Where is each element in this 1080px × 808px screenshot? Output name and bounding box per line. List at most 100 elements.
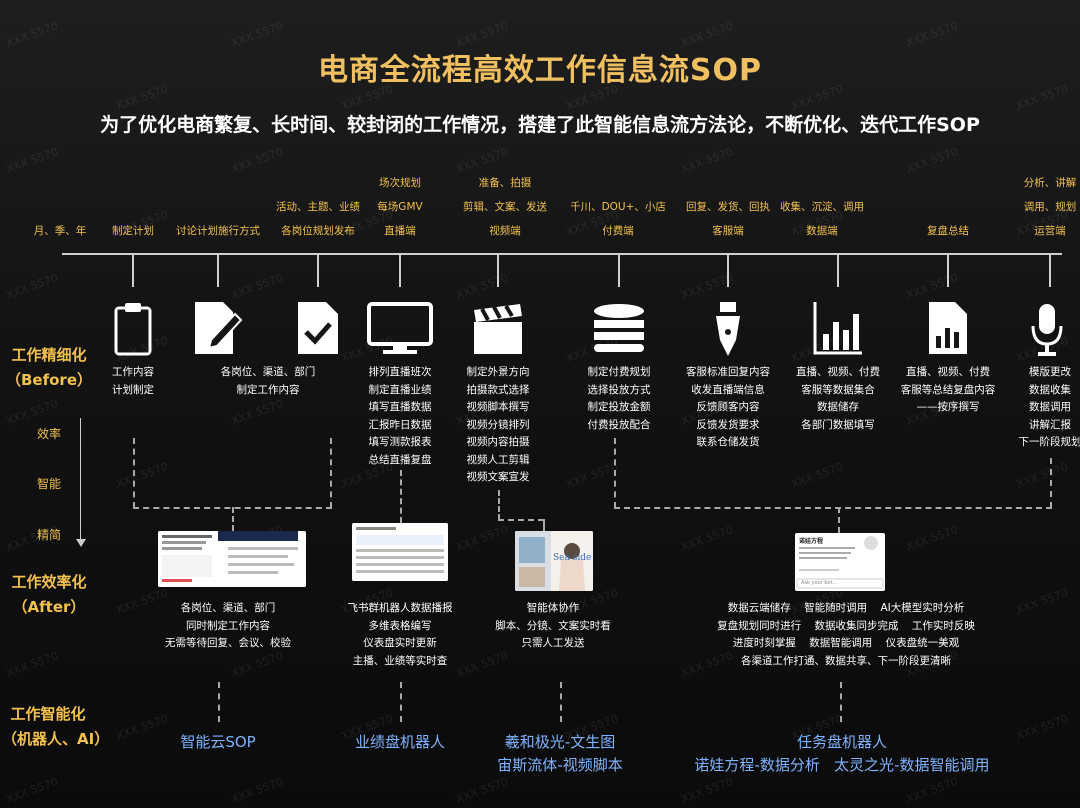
stage-label-line: 复盘总结 [927,225,969,237]
watermark-text: XXX 5570 [679,145,735,176]
watermark-text: XXX 5570 [904,523,960,554]
row-label-before-line1: 工作精细化 [11,346,87,364]
before-desc-line: 讲解汇报 [1029,418,1071,431]
watermark-text: XXX 5570 [229,775,285,806]
bot-name-line: 智能云SOP [180,733,256,751]
after-desc-line: 进度时刻掌握 数据智能调用 仪表盘统一美观 [732,637,960,649]
before-desc: 直播、视频、付费客服等总结复盘内容——按序撰写 [901,364,996,417]
side-label-efficiency: 效率 [37,427,62,441]
page-title: 电商全流程高效工作信息流SOP [317,53,763,88]
watermark-text: XXX 5570 [4,271,60,302]
stage-label: 分析、讲解调用、规划运营端 [1024,171,1077,243]
stage-label: 讨论计划施行方式 [176,219,260,243]
row-label-after-line2: （After） [12,598,86,616]
row-label-ai-line1: 工作智能化 [10,705,86,723]
before-desc-line: 各部门数据填写 [801,418,875,431]
stage-label-line: 视频端 [489,225,521,237]
before-desc-line: 客服等数据集合 [801,383,875,396]
before-desc-line: 计划制定 [112,383,154,396]
before-desc-line: 模版更改 [1029,366,1071,378]
before-desc: 各岗位、渠道、部门制定工作内容 [221,364,316,399]
before-desc: 排列直播班次制定直播业绩填写直播数据汇报昨日数据填写测款报表总结直播复盘 [369,364,432,469]
bot-name-line: 业绩盘机器人 [354,733,446,751]
timeline-tick [217,255,219,287]
timeline-tick [947,255,949,287]
after-desc-line: 数据云端储存 智能随时调用 AI大模型实时分析 [727,602,965,614]
after-desc: 数据云端储存 智能随时调用 AI大模型实时分析复盘规划同时进行 数据收集同步完成… [717,600,975,670]
stage-label: 制定计划 [112,219,154,243]
bar-chart-icon [812,300,864,360]
connector [498,519,544,521]
timeline-tick [132,255,134,287]
row-label-ai: 工作智能化 （机器人、AI） [2,702,110,752]
stage-label: 千川、DOU+、小店付费端 [570,195,666,243]
bot-name-line: 宙斯流体-视频脚本 [497,756,623,774]
clapperboard-icon [472,302,524,360]
before-desc-line: 填写测款报表 [368,436,432,448]
before-desc-line: 制定工作内容 [236,383,300,396]
before-desc-line: 制定直播业绩 [368,383,432,396]
watermark-text: XXX 5570 [4,145,60,176]
stage-label-line: 千川、DOU+、小店 [570,201,666,213]
before-desc-line: 付费投放配合 [587,418,651,431]
pen-nib-icon [710,300,746,362]
before-desc-line: ——按序撰写 [916,401,980,413]
before-desc: 制定外景方向拍摄款式选择视频脚本撰写视频分镜排列视频内容拍摄视频人工剪辑视频文案… [467,364,530,487]
stage-label-line: 场次规划 [378,177,421,189]
before-desc-line: 视频分镜排列 [466,418,530,431]
after-desc-line: 主播、业绩等实时查 [352,654,448,667]
after-desc-line: 各岗位、渠道、部门 [180,602,276,614]
flow-arrow-line [80,418,81,542]
stage-label: 回复、发货、回执客服端 [686,195,770,243]
stage-label-line: 回复、发货、回执 [686,201,770,213]
watermark-text: XXX 5570 [564,460,620,491]
stage-label: 复盘总结 [927,219,969,243]
watermark-text: XXX 5570 [904,775,960,806]
before-desc-line: 直播、视频、付费 [796,366,880,378]
connector [543,519,545,531]
timeline-tick [727,255,729,287]
before-desc-line: 联系仓储发货 [696,436,760,448]
before-desc-line: 反馈发货要求 [696,418,760,431]
stage-label-line: 运营端 [1034,225,1066,237]
stage-label-line: 月、季、年 [33,225,87,237]
before-desc-line: 收发直播端信息 [691,383,765,396]
after-desc-line: 脚本、分镜、文案实时看 [495,619,611,632]
stage-label-line: 数据端 [806,225,838,237]
before-desc-line: 视频内容拍摄 [466,436,530,448]
watermark-text: XXX 5570 [454,523,510,554]
before-desc-line: 客服标准回复内容 [686,366,770,378]
side-label-simplify: 精简 [37,528,62,542]
stage-label-line: 付费端 [602,225,634,237]
stage-label: 月、季、年 [34,219,87,243]
watermark-text: XXX 5570 [679,523,735,554]
watermark-text: XXX 5570 [454,271,510,302]
timeline-tick [497,255,499,287]
before-desc-line: 客服等总结复盘内容 [900,383,996,396]
before-desc-line: 数据收集 [1029,383,1071,396]
row-label-after-line1: 工作效率化 [11,573,87,591]
microphone-icon [1030,302,1064,362]
watermark-text: XXX 5570 [229,145,285,176]
bot-name-line: 羲和极光-文生图 [504,733,616,751]
connector [330,438,332,508]
before-desc-line: 制定付费规划 [587,366,651,378]
connector [614,438,616,508]
stage-label-line: 各岗位规划发布 [281,225,355,237]
stage-label: 活动、主题、业绩各岗位规划发布 [276,195,360,243]
bot-chat-input: Ask your bot... [801,580,838,586]
bot-chat-screenshot: 诺娃方程 Ask your bot... [795,533,885,591]
after-desc-line: 多维表格编写 [368,619,432,632]
after-desc-line: 仪表盘实时更新 [363,637,437,649]
stage-label-line: 直播端 [384,225,416,237]
before-desc-line: 反馈顾客内容 [696,401,760,413]
timeline-tick [837,255,839,287]
before-desc-line: 填写直播数据 [368,401,432,413]
before-desc-line: 排列直播班次 [368,366,432,378]
connector [232,507,234,531]
watermark-text: XXX 5570 [454,775,510,806]
watermark-text: XXX 5570 [679,775,735,806]
document-check-icon [296,300,340,360]
row-label-ai-line2: （机器人、AI） [2,730,110,748]
watermark-text: XXX 5570 [1014,712,1070,743]
